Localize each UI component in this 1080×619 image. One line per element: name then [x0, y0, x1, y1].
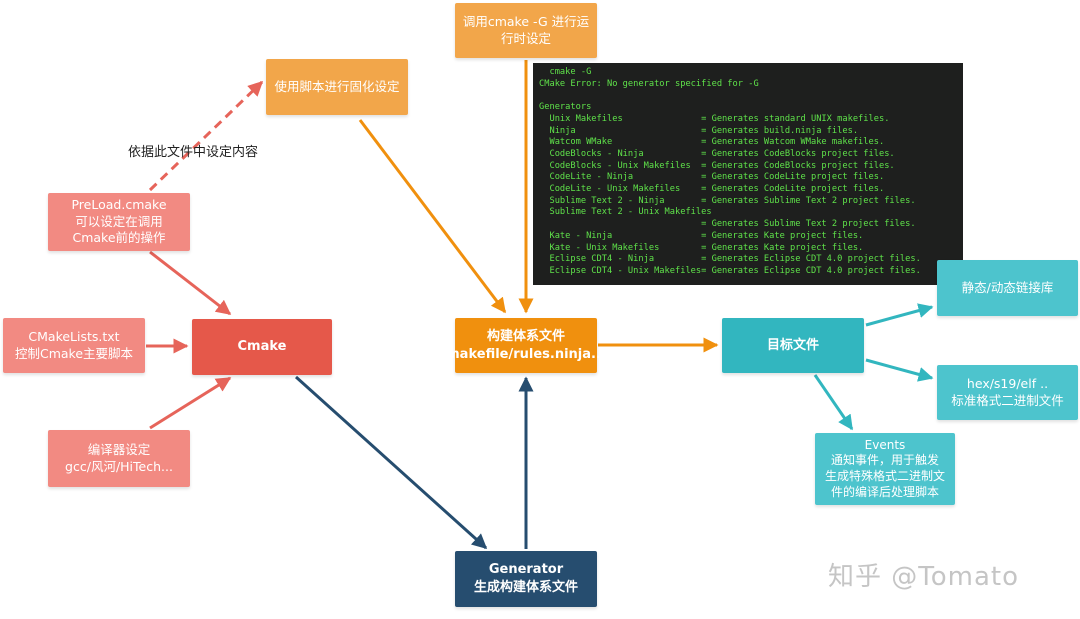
preload-node: PreLoad.cmake 可以设定在调用 Cmake前的操作	[48, 193, 190, 251]
arrow-preload-to-script	[148, 80, 264, 192]
terminal-line: Watcom WMake = Generates Watcom WMake ma…	[539, 137, 885, 148]
build-system-node: 构建体系文件 makefile/rules.ninja...	[446, 318, 606, 373]
terminal-line: Sublime Text 2 - Unix Makefiles	[539, 207, 712, 218]
terminal-line: CodeLite - Ninja = Generates CodeLite pr…	[539, 172, 885, 183]
hex-binary-node: hex/s19/elf .. 标准格式二进制文件	[937, 365, 1078, 420]
events-node: Events 通知事件，用于触发 生成特殊格式二进制文 件的编译后处理脚本	[815, 433, 955, 505]
terminal-line: CodeBlocks - Unix Makefiles = Generates …	[539, 160, 895, 171]
terminal-line: Ninja = Generates build.ninja files.	[539, 125, 859, 136]
terminal-line: CodeBlocks - Ninja = Generates CodeBlock…	[539, 148, 895, 159]
terminal-line: CodeLite - Unix Makefiles = Generates Co…	[539, 184, 885, 195]
preload-note-label: 依据此文件中设定内容	[128, 145, 259, 160]
arrow-target-to-static	[865, 303, 934, 327]
terminal-line: Generators	[539, 102, 592, 113]
static-dynamic-lib-node: 静态/动态链接库	[937, 260, 1078, 316]
arrow-preload-to-cmake	[149, 250, 232, 316]
cmake-g-node: 调用cmake -G 进行运 行时设定	[455, 3, 597, 58]
arrow-target-to-hex	[865, 358, 934, 382]
terminal-line: = Generates Sublime Text 2 project files…	[539, 219, 916, 230]
terminal-line: cmake -G	[539, 67, 592, 77]
terminal-line: Eclipse CDT4 - Unix Makefiles= Generates…	[539, 265, 921, 276]
terminal-line: CMake Error: No generator specified for …	[539, 78, 759, 89]
arrow-cmake-to-generator	[294, 375, 488, 550]
terminal-line: Eclipse CDT4 - Ninja = Generates Eclipse…	[539, 254, 921, 265]
zhihu-watermark: 知乎 @Tomato	[828, 562, 1019, 592]
target-node: 目标文件	[722, 318, 864, 373]
terminal-line: Kate - Ninja = Generates Kate project fi…	[539, 230, 864, 241]
arrow-script-to-build	[358, 119, 507, 314]
compiler-node: 编译器设定 gcc/风河/HiTech...	[48, 430, 190, 487]
terminal-line: Sublime Text 2 - Ninja = Generates Subli…	[539, 195, 916, 206]
cmakelists-node: CMakeLists.txt 控制Cmake主要脚本	[3, 318, 145, 373]
terminal-line: Unix Makefiles = Generates standard UNIX…	[539, 113, 890, 124]
terminal-line: Kate - Unix Makefiles = Generates Kate p…	[539, 242, 864, 253]
script-config-node: 使用脚本进行固化设定	[266, 59, 408, 115]
arrow-compiler-to-cmake	[149, 376, 232, 430]
arrow-target-to-events	[813, 374, 854, 431]
cmake-node: Cmake	[192, 319, 332, 375]
terminal-line	[539, 90, 957, 102]
generator-node: Generator 生成构建体系文件	[455, 551, 597, 607]
